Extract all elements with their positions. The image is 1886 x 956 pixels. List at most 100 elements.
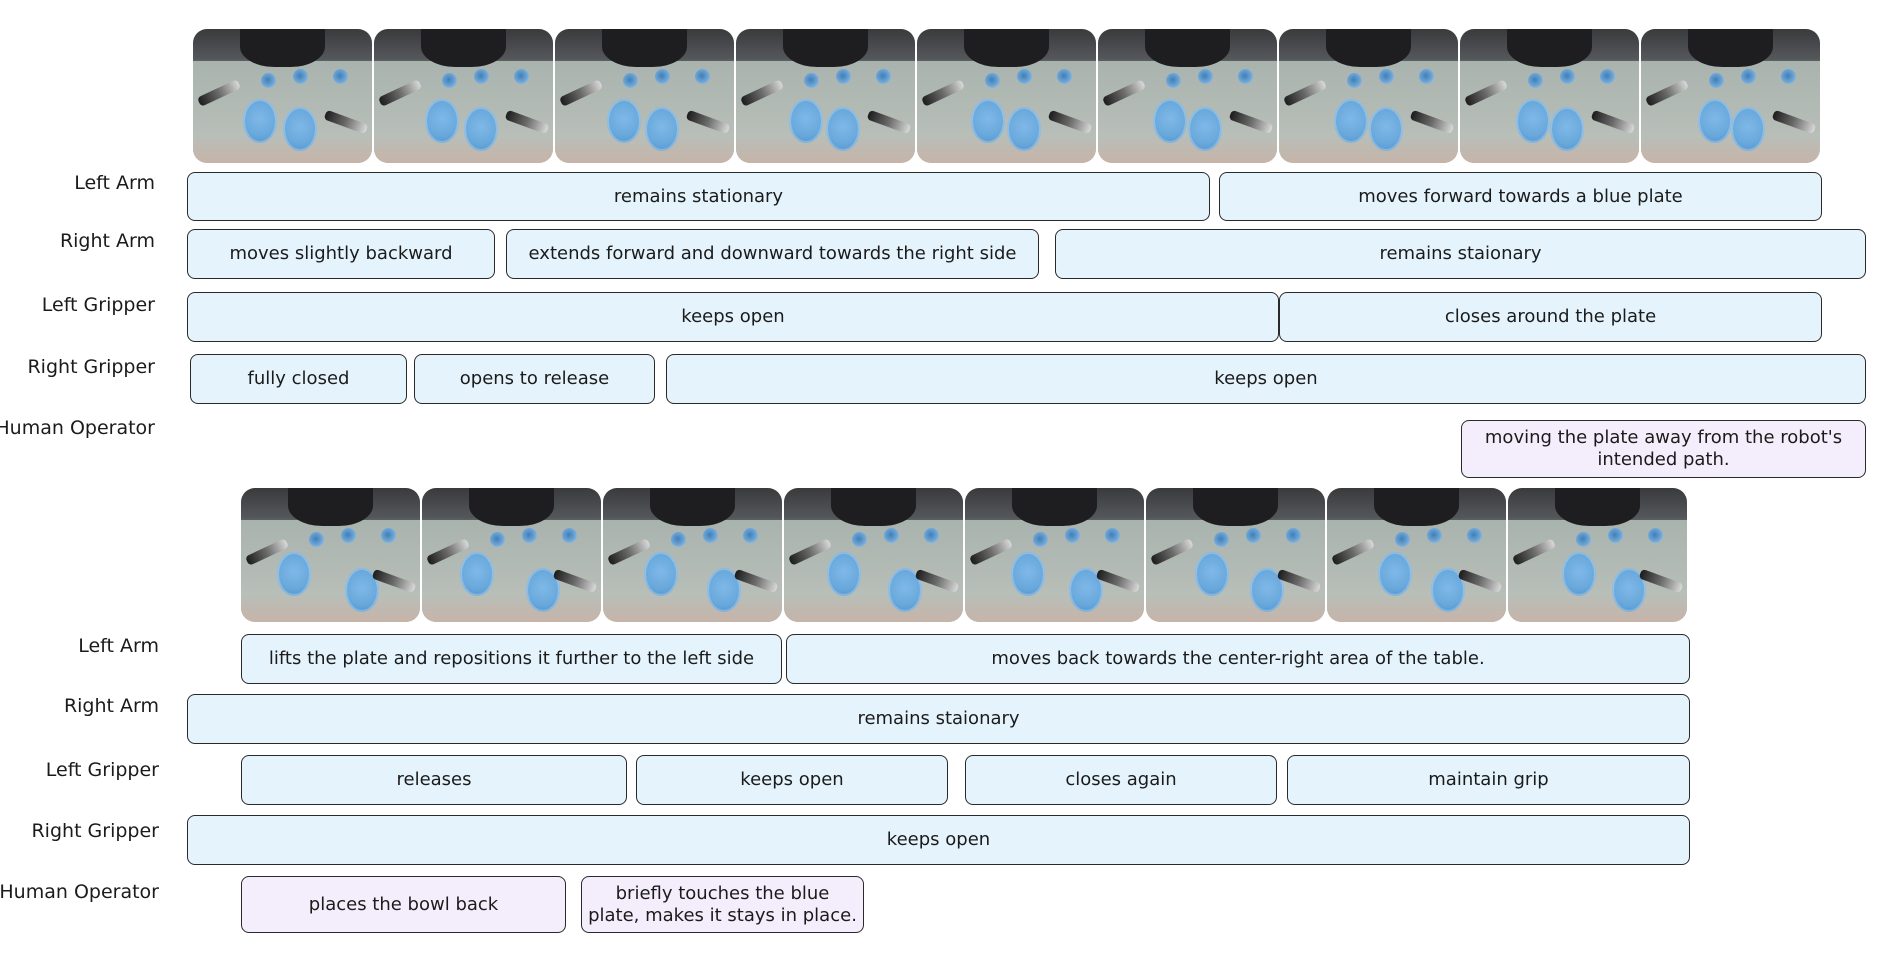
video-frame [374, 29, 553, 163]
human-operator-figure [963, 29, 1050, 67]
blue-plate-image [827, 552, 862, 597]
video-frame [193, 29, 372, 163]
segment-left-arm: moves back towards the center-right area… [786, 634, 1690, 684]
video-frame [1641, 29, 1820, 163]
human-operator-figure [468, 488, 555, 526]
bowl-image [1347, 73, 1363, 89]
row-label-left-gripper: Left Gripper [41, 294, 155, 316]
blue-plate-image [970, 98, 1005, 143]
bowl-image [1466, 528, 1482, 544]
row-label-human-operator: Human Operator [0, 417, 155, 439]
row-label-human-operator: Human Operator [0, 881, 159, 903]
bowl-image [332, 69, 348, 85]
blue-plate-image [425, 98, 459, 143]
bowl-image [923, 528, 939, 544]
cup-image [884, 528, 900, 544]
human-operator-figure [420, 29, 507, 67]
video-frame [736, 29, 915, 163]
bowl-image [1528, 73, 1544, 89]
video-frame [1279, 29, 1458, 163]
blue-plate-image [282, 106, 317, 151]
video-frame [1146, 488, 1325, 622]
segment-left-gripper: closes around the plate [1279, 292, 1822, 342]
bowl-image [623, 73, 639, 89]
video-frame [555, 29, 734, 163]
segment-left-gripper: keeps open [636, 755, 948, 805]
blue-plate-image [606, 98, 641, 143]
segment-right-arm: extends forward and downward towards the… [506, 229, 1039, 279]
row-label-left-arm: Left Arm [78, 635, 159, 657]
blue-plate-image [1006, 106, 1041, 151]
cup-image [655, 69, 671, 85]
row-label-left-arm: Left Arm [74, 172, 155, 194]
bowl-image [1709, 73, 1725, 89]
bowl-image [1056, 69, 1072, 85]
blue-plate-image [460, 552, 495, 597]
cup-image [1065, 528, 1081, 544]
bowl-image [1599, 69, 1615, 85]
video-frame [917, 29, 1096, 163]
blue-plate-image [243, 98, 278, 143]
segment-human-operator: briefly touches the blue plate, makes it… [581, 876, 864, 933]
human-operator-figure [601, 29, 688, 67]
segment-left-arm: lifts the plate and repositions it furth… [241, 634, 782, 684]
bowl-image [985, 73, 1001, 89]
cup-image [1560, 69, 1576, 85]
human-operator-figure [287, 488, 374, 526]
segment-human-operator: places the bowl back [241, 876, 566, 933]
blue-plate-image [1549, 106, 1584, 151]
bowl-image [561, 528, 577, 544]
bowl-image [694, 69, 710, 85]
bowl-image [1166, 73, 1182, 89]
bowl-image [852, 532, 868, 548]
blue-plate-image [643, 552, 678, 597]
segment-right-arm: remains staionary [1055, 229, 1866, 279]
human-operator-figure [1554, 488, 1641, 526]
cup-image [1427, 528, 1443, 544]
video-frame [1327, 488, 1506, 622]
segment-right-gripper: keeps open [187, 815, 1690, 865]
blue-plate-image [463, 106, 498, 151]
human-operator-figure [1144, 29, 1231, 67]
bowl-image [1576, 532, 1592, 548]
human-operator-figure [1687, 29, 1774, 67]
cup-image [1017, 69, 1033, 85]
segment-right-gripper: keeps open [666, 354, 1866, 404]
bowl-image [875, 69, 891, 85]
cup-image [1741, 69, 1757, 85]
video-frame [1508, 488, 1687, 622]
bowl-image [1237, 69, 1253, 85]
segment-right-arm: moves slightly backward [187, 229, 495, 279]
blue-plate-image [1368, 106, 1403, 151]
human-operator-figure [1192, 488, 1279, 526]
video-frame [965, 488, 1144, 622]
video-frame [784, 488, 963, 622]
blue-plate-image [788, 98, 823, 143]
blue-plate-image [1334, 98, 1369, 143]
segment-left-gripper: releases [241, 755, 627, 805]
cup-image [836, 69, 852, 85]
bowl-image [1395, 532, 1411, 548]
bowl-image [490, 532, 506, 548]
segment-left-gripper: maintain grip [1287, 755, 1690, 805]
bowl-image [1104, 528, 1120, 544]
blue-plate-image [644, 106, 679, 151]
human-operator-figure [1011, 488, 1098, 526]
row-label-right-gripper: Right Gripper [31, 820, 159, 842]
cup-image [474, 69, 490, 85]
cup-image [341, 528, 357, 544]
bowl-image [1285, 528, 1301, 544]
bowl-image [309, 532, 325, 548]
video-frame [241, 488, 420, 622]
blue-plate-image [1378, 552, 1413, 597]
blue-plate-image [1187, 106, 1222, 151]
row-label-right-arm: Right Arm [63, 695, 159, 717]
cup-image [293, 69, 309, 85]
segment-right-arm: remains staionary [187, 694, 1690, 744]
video-frame [1460, 29, 1639, 163]
human-operator-figure [1506, 29, 1593, 67]
bowl-image [1647, 528, 1663, 544]
bowl-image [442, 73, 458, 89]
human-operator-figure [1373, 488, 1460, 526]
